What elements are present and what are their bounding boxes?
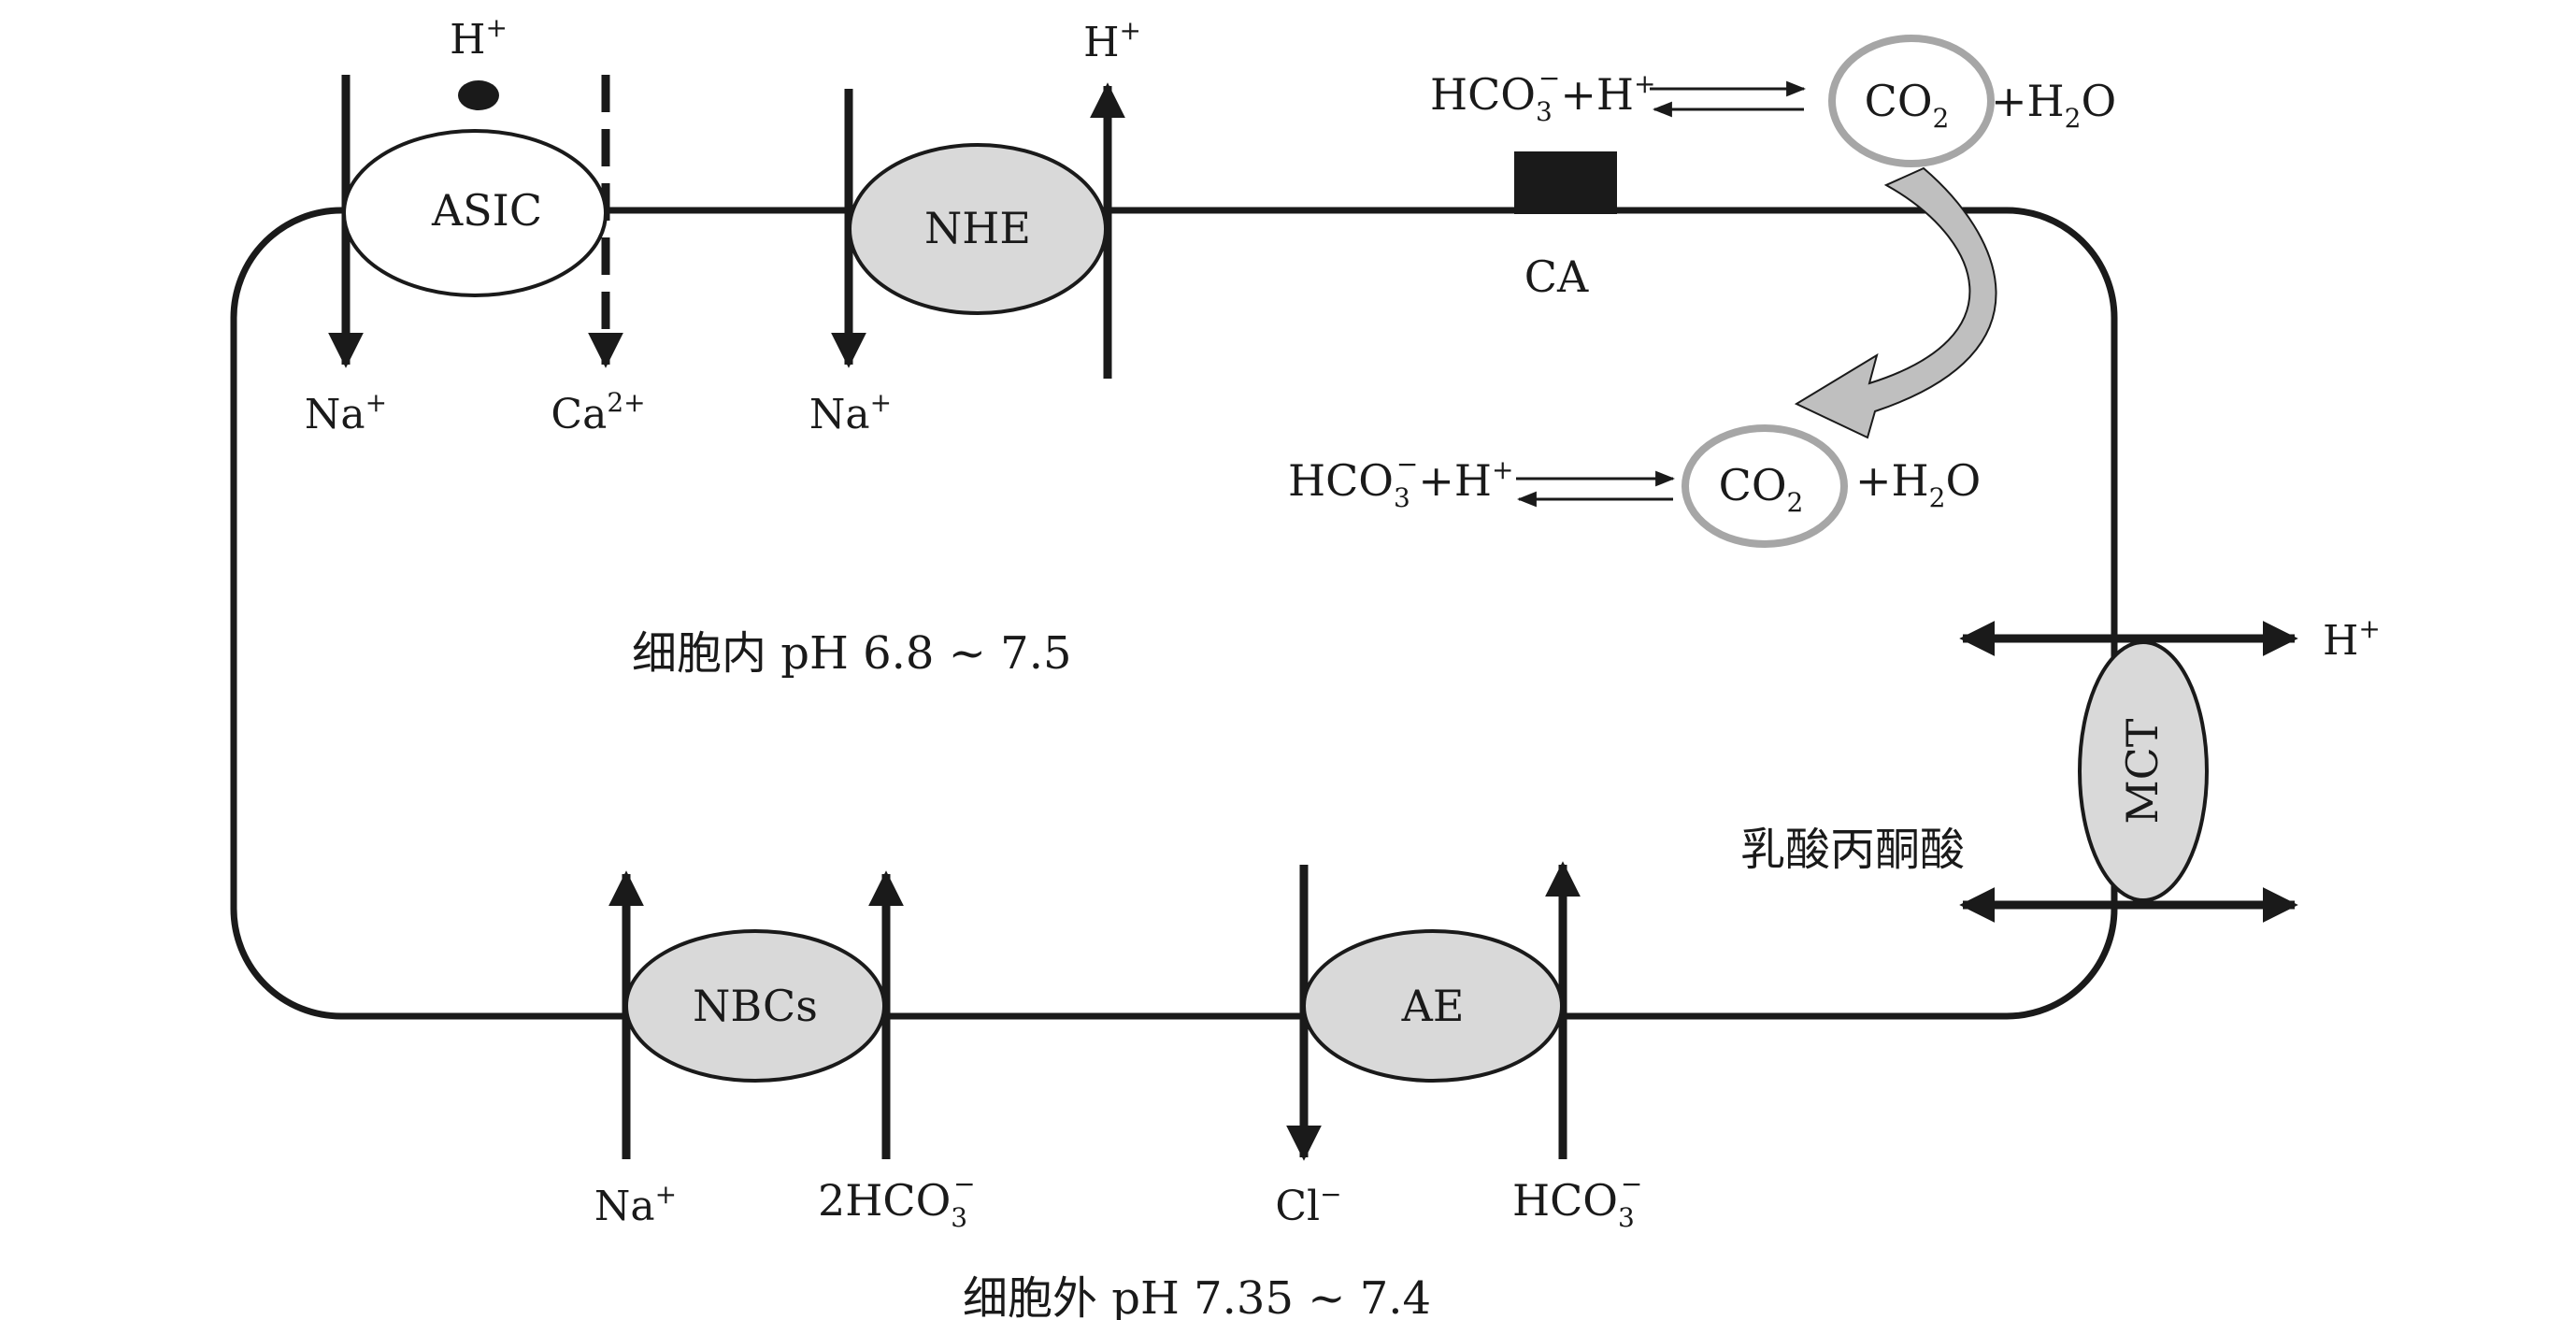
top-hco3-text: HCO3−+H+ [1430, 63, 1655, 127]
nhe-na-label: Na+ [809, 387, 892, 438]
equilibrium-top: HCO3−+H+ CO2 +H2O [1430, 35, 2116, 167]
cell-membrane [230, 207, 2118, 1020]
equilibrium-inner: HCO3−+H+ CO2 +H2O [1288, 424, 1981, 548]
inner-co2-text: CO2 [1719, 460, 1804, 518]
nbcs-na-label: Na+ [594, 1179, 677, 1230]
top-co2-text: CO2 [1865, 76, 1950, 134]
nhe-exchanger: NHE Na+ H+ [809, 15, 1141, 438]
asic-channel: ASIC H+ Na+ Ca2+ [305, 12, 646, 438]
asic-ellipse [342, 129, 608, 297]
extracellular-ph-label: 细胞外 pH 7.35 ~ 7.4 [963, 1272, 1431, 1320]
asic-ca-label: Ca2+ [551, 387, 645, 438]
ae-ellipse [1302, 929, 1564, 1083]
ae-exchanger: AE Cl− HCO3− [1275, 861, 1642, 1233]
nhe-h-label: H+ [1083, 15, 1141, 66]
asic-label: ASIC [431, 185, 542, 236]
ae-hco3-label: HCO3− [1512, 1169, 1642, 1233]
mct-transporter: MCT H+ 乳酸丙酮酸 [1740, 613, 2381, 923]
ca-block [1514, 151, 1617, 214]
inner-hco3-text: HCO3−+H+ [1288, 449, 1513, 513]
ae-cl-label: Cl− [1275, 1179, 1341, 1230]
nhe-ellipse [848, 143, 1108, 315]
top-h2o-text: +H2O [1991, 76, 2116, 134]
nbcs-hco3-label: 2HCO3− [818, 1169, 976, 1233]
mct-ellipse [2078, 640, 2209, 902]
inner-h2o-text: +H2O [1855, 455, 1981, 513]
intracellular-ph-label: 细胞内 pH 6.8 ~ 7.5 [632, 627, 1072, 680]
mct-label: MCT [2117, 718, 2168, 824]
co2-diffusion-curved-arrow [1794, 166, 1997, 439]
inner-co2-ring [1682, 424, 1848, 548]
mct-h-label: H+ [2323, 613, 2381, 665]
ae-label: AE [1401, 981, 1465, 1031]
proton-dot [458, 80, 499, 110]
mct-lactate-label: 乳酸丙酮酸 [1740, 824, 1965, 876]
top-co2-ring [1828, 35, 1995, 167]
asic-h-label: H+ [450, 12, 508, 64]
nhe-label: NHE [924, 203, 1031, 253]
nbcs-ellipse [624, 929, 886, 1083]
asic-na-label: Na+ [305, 387, 387, 438]
nbcs-cotransporter: NBCs Na+ 2HCO3− [594, 870, 976, 1233]
nbcs-label: NBCs [693, 981, 818, 1031]
ca-label: CA [1524, 251, 1589, 302]
carbonic-anhydrase: CA [1514, 151, 1617, 302]
